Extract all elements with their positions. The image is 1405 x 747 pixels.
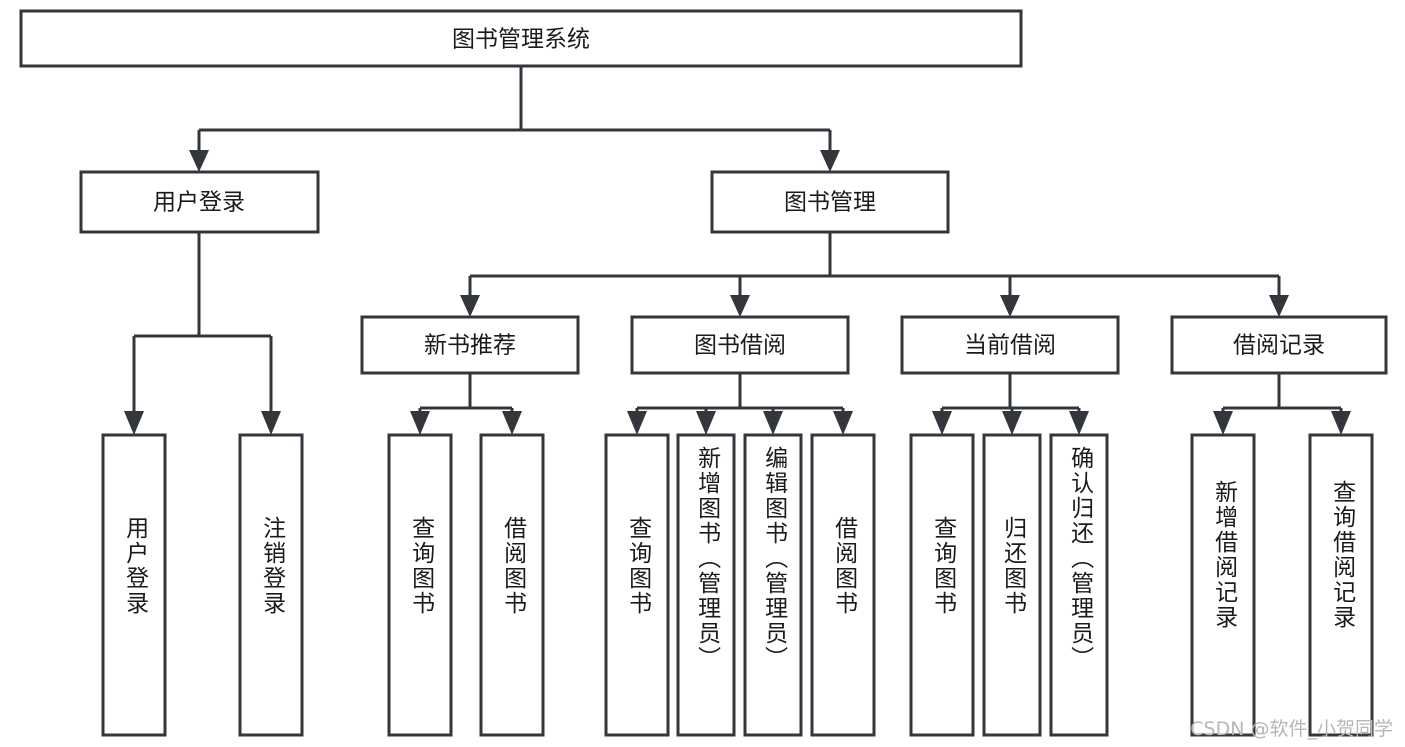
- arrowhead-leaf-add-record: [1213, 411, 1233, 435]
- leaf-query-book-3-label: 查询图书: [929, 516, 956, 616]
- leaf-borrow-book-2-label: 借阅图书: [830, 516, 857, 616]
- leaf-borrow-book-1-box[interactable]: [479, 433, 545, 737]
- arrowhead-book-manage: [820, 150, 840, 172]
- leaf-return-book-box[interactable]: [982, 433, 1042, 737]
- connector-group: [124, 66, 1351, 435]
- node-root[interactable]: 图书管理系统: [19, 9, 1023, 68]
- arrowhead-leaf-return-book: [1002, 411, 1022, 435]
- leaf-logout-box[interactable]: [238, 433, 304, 737]
- arrowhead-leaf-borrow-book-1: [502, 411, 522, 435]
- node-root-label: 图书管理系统: [452, 27, 590, 53]
- node-new-book-recommend[interactable]: 新书推荐: [360, 315, 580, 375]
- node-book-manage[interactable]: 图书管理: [710, 170, 950, 234]
- arrowhead-leaf-user-login: [124, 411, 144, 435]
- leaf-return-book-label: 归还图书: [999, 516, 1026, 616]
- leaf-query-book-2-box[interactable]: [604, 433, 670, 737]
- leaf-query-book-1-label: 查询图书: [407, 516, 434, 616]
- node-book-borrow[interactable]: 图书借阅: [630, 315, 850, 375]
- leaf-user-login-label: 用户登录: [121, 516, 148, 616]
- leaf-add-book-box[interactable]: [676, 433, 736, 737]
- connector-userlogin-to-leaves: [132, 232, 273, 413]
- connector-root-to-level2: [197, 66, 832, 152]
- connector-borrowrecord-to-leaves: [1221, 373, 1343, 413]
- arrowhead-book-borrow: [730, 295, 750, 317]
- leaf-query-book-3-box[interactable]: [909, 433, 975, 737]
- arrowhead-leaf-query-book-2: [627, 411, 647, 435]
- connector-currentborrow-to-leaves: [940, 373, 1081, 413]
- leaf-borrow-book-2-box[interactable]: [810, 433, 876, 737]
- node-book-borrow-box[interactable]: [630, 315, 850, 375]
- node-book-manage-label: 图书管理: [784, 190, 876, 216]
- arrowhead-borrow-record: [1269, 295, 1289, 317]
- connector-newbook-to-leaves: [418, 373, 514, 413]
- leaf-confirm-return-box[interactable]: [1049, 433, 1109, 737]
- arrowhead-leaf-add-book: [696, 411, 716, 435]
- connector-bookborrow-to-leaves: [635, 373, 845, 413]
- arrowhead-leaf-edit-book: [763, 411, 783, 435]
- arrowhead-leaf-query-record: [1331, 411, 1351, 435]
- node-root-box[interactable]: [19, 9, 1023, 68]
- leaf-add-book-label: 新增图书（管理员）: [693, 446, 720, 671]
- arrowhead-leaf-confirm-return: [1069, 411, 1089, 435]
- node-new-book-recommend-box[interactable]: [360, 315, 580, 375]
- connector-bookmanage-to-level3: [468, 232, 1281, 297]
- leaf-query-book-1-box[interactable]: [387, 433, 453, 737]
- node-borrow-record-label: 借阅记录: [1233, 333, 1325, 359]
- node-new-book-recommend-label: 新书推荐: [424, 333, 516, 359]
- leaf-add-record-box[interactable]: [1190, 433, 1256, 737]
- arrowhead-leaf-query-book-3: [932, 411, 952, 435]
- arrowhead-user-login: [189, 150, 209, 172]
- leaf-query-record-label: 查询借阅记录: [1328, 480, 1355, 630]
- leaf-confirm-return-label: 确认归还（管理员）: [1066, 446, 1093, 671]
- arrowhead-leaf-query-book-1: [410, 411, 430, 435]
- node-current-borrow-box[interactable]: [900, 315, 1120, 375]
- leaf-edit-book-box[interactable]: [743, 433, 803, 737]
- node-user-login-label: 用户登录: [153, 190, 245, 216]
- leaf-edit-book-label: 编辑图书（管理员）: [760, 446, 787, 671]
- leaf-logout-label: 注销登录: [258, 516, 285, 616]
- leaf-query-record-box[interactable]: [1308, 433, 1374, 737]
- leaf-query-book-2-label: 查询图书: [624, 516, 651, 616]
- node-borrow-record-box[interactable]: [1170, 315, 1388, 375]
- node-user-login[interactable]: 用户登录: [79, 170, 320, 234]
- arrowhead-current-borrow: [1000, 295, 1020, 317]
- leaf-borrow-book-1-label: 借阅图书: [499, 516, 526, 616]
- arrowhead-new-book-recommend: [460, 295, 480, 317]
- node-current-borrow-label: 当前借阅: [964, 333, 1056, 359]
- node-current-borrow[interactable]: 当前借阅: [900, 315, 1120, 375]
- csdn-watermark: CSDN @软件_小贺同学: [1190, 718, 1393, 740]
- node-book-borrow-label: 图书借阅: [694, 333, 786, 359]
- node-borrow-record[interactable]: 借阅记录: [1170, 315, 1388, 375]
- arrowhead-leaf-logout: [261, 411, 281, 435]
- node-user-login-box[interactable]: [79, 170, 320, 234]
- leaf-add-record-label: 新增借阅记录: [1210, 480, 1237, 630]
- node-book-manage-box[interactable]: [710, 170, 950, 234]
- leaf-user-login-box[interactable]: [101, 433, 167, 737]
- arrowhead-leaf-borrow-book-2: [833, 411, 853, 435]
- leaf-boxes: [101, 433, 1374, 737]
